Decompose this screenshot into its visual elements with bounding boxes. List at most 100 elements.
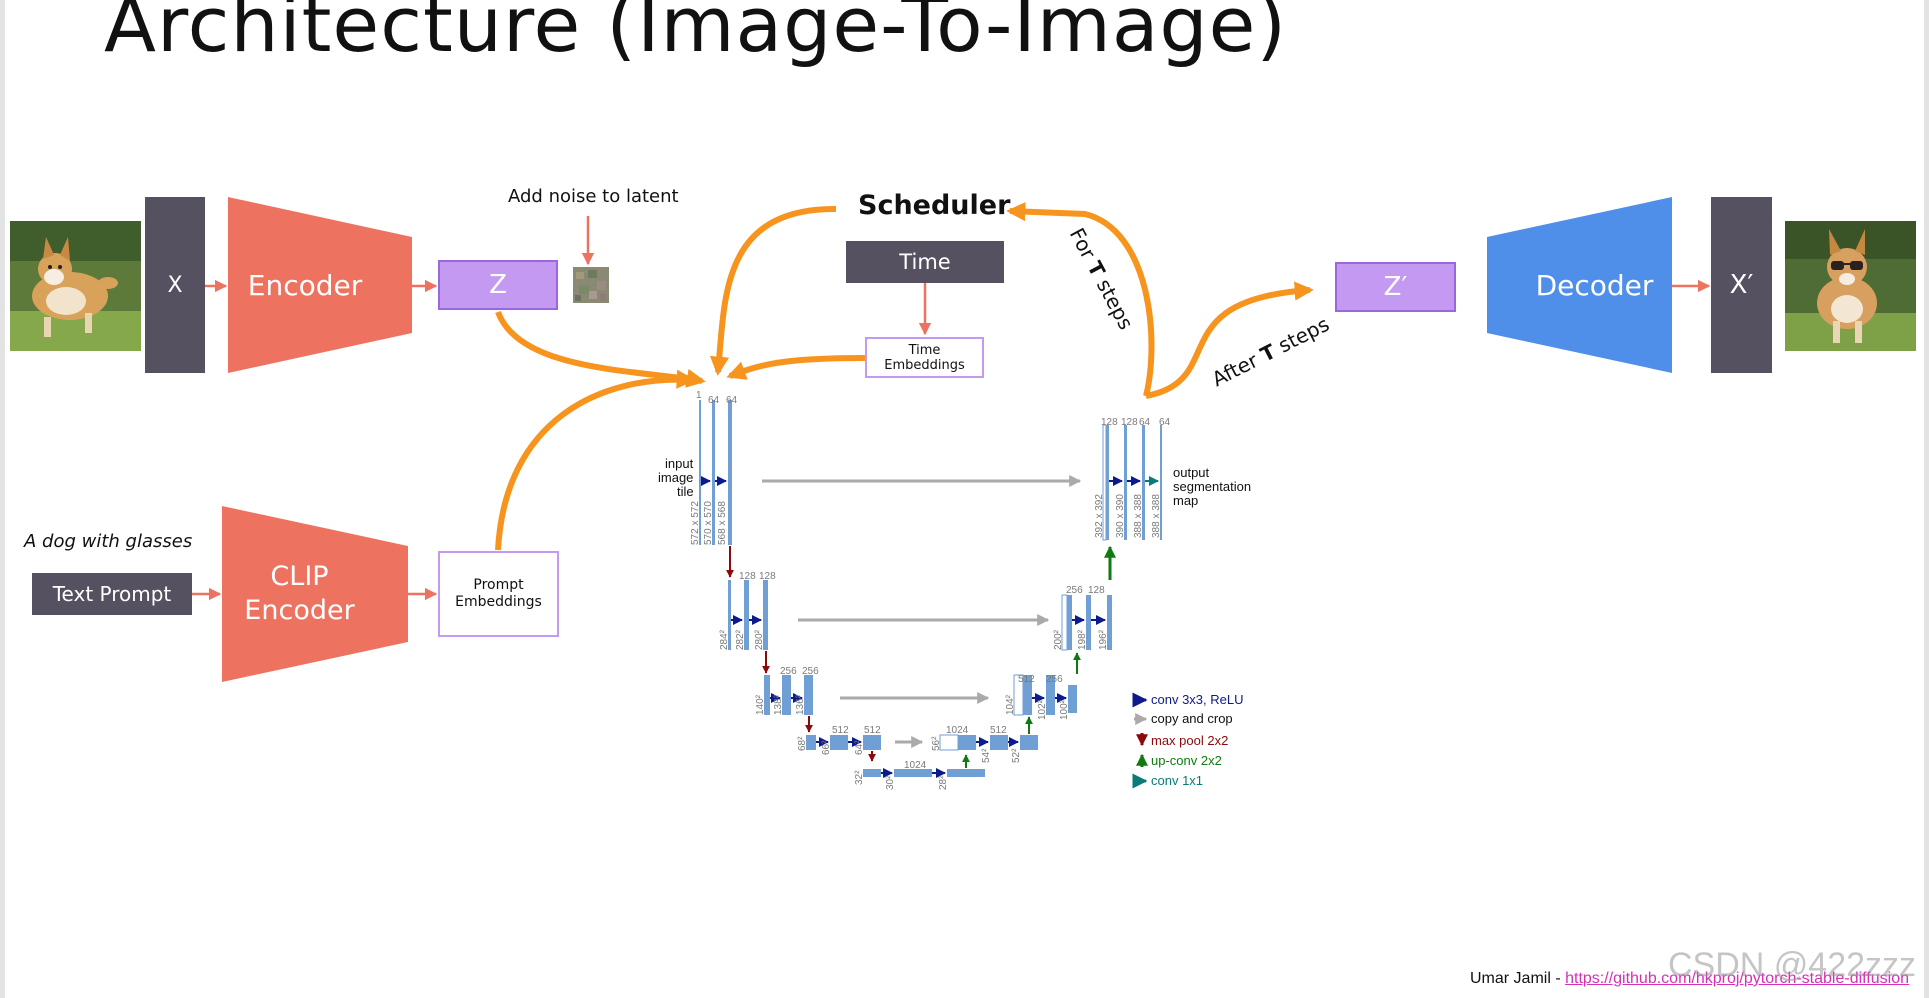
unet-ch-label: 1024: [904, 760, 927, 771]
unet-size-label: 54²: [981, 748, 992, 763]
unet-feature-map: [728, 400, 732, 545]
unet-size-label: 196²: [1098, 629, 1109, 650]
encoder: Encoder: [228, 197, 412, 373]
unet-feature-map: [1068, 685, 1077, 713]
unet-ch-label: 512: [990, 725, 1007, 736]
unet-size-label: 280²: [754, 629, 765, 650]
time-embeddings-box: Time Embeddings: [865, 337, 984, 378]
output-dog-image: [1785, 221, 1916, 351]
unet-feature-map: [1020, 735, 1038, 750]
unet-size-label: 66²: [821, 740, 832, 755]
encoder-label: Encoder: [247, 268, 363, 302]
footer-link[interactable]: https://github.com/hkproj/pytorch-stable…: [1565, 970, 1909, 987]
unet-size-label: 568 x 568: [717, 501, 728, 545]
unet-size-label: 200²: [1053, 629, 1064, 650]
unet-size-label: 388 x 388: [1151, 494, 1162, 538]
footer: Umar Jamil - https://github.com/hkproj/p…: [1470, 970, 1909, 988]
slide-right-border: [1924, 0, 1929, 998]
unet-size-label: 138²: [773, 694, 784, 715]
unet-size-label: 100²: [1059, 699, 1070, 720]
curve-scheduler-to-unet: [709, 205, 837, 376]
unet-feature-map: [894, 769, 932, 777]
output-image-box: X′: [1711, 197, 1772, 373]
unet-size-label: 28²: [938, 775, 949, 790]
unet-size-label: 104²: [1005, 694, 1016, 715]
watermark: CSDN @422zzz: [1668, 946, 1917, 984]
unet-size-label: 282²: [735, 629, 746, 650]
unet-feature-map: [744, 580, 749, 650]
decoder-label: Decoder: [1535, 268, 1654, 302]
unet-feature-map: [764, 675, 770, 715]
curve-unet-to-output-latent: [1145, 281, 1314, 399]
curve-prompt-to-unet: [495, 369, 696, 551]
unet-ch-label: 64: [726, 395, 738, 406]
unet-feature-map: [990, 735, 1008, 750]
unet-feature-map: [782, 675, 791, 715]
unet-size-label: 68²: [797, 736, 808, 751]
unet-ch-label: 64: [708, 395, 720, 406]
unet-ch-label: 64: [1139, 417, 1151, 428]
unet-size-label: 52²: [1011, 748, 1022, 763]
unet-feature-map: [712, 400, 715, 545]
unet-ch-label: 128: [1101, 417, 1118, 428]
encoder-shape: [228, 197, 412, 373]
unet-size-label: 198²: [1077, 629, 1088, 650]
unet-feature-map: [728, 580, 731, 650]
curve-unet-to-scheduler: [1006, 202, 1155, 397]
unet-diagram: 1 64 64 572 x 572 570 x 570 568 x 568 in…: [658, 390, 1251, 790]
prompt-caption: A dog with glasses: [24, 531, 193, 552]
unet-ch-label: 1024: [946, 725, 969, 736]
unet-feature-map: [1106, 425, 1109, 540]
unet-size-label: 32²: [854, 770, 865, 785]
slide-title: Architecture (Image-To-Image): [104, 0, 1288, 69]
unet-size-label: 284²: [719, 629, 730, 650]
unet-feature-map: [830, 735, 848, 750]
unet-size-label: 30²: [885, 775, 896, 790]
add-noise-caption: Add noise to latent: [508, 186, 679, 207]
legend-conv-1x1: conv 1x1: [1151, 773, 1203, 788]
unet-ch-label: 512: [832, 725, 849, 736]
unet-ch-label: 512: [1018, 674, 1035, 685]
unet-feature-map: [1046, 675, 1055, 715]
unet-feature-map: [804, 675, 813, 715]
unet-feature-map: [863, 769, 881, 777]
input-dog-image: [10, 221, 141, 351]
unet-ch-label: 64: [1159, 417, 1171, 428]
input-image-box: X: [145, 197, 205, 373]
legend-conv: conv 3x3, ReLU: [1151, 692, 1244, 707]
unet-size-label: 570 x 570: [703, 501, 714, 545]
unet-feature-map: [806, 735, 816, 750]
unet-ch-label: 128: [759, 571, 776, 582]
unet-ch-label: 128: [1088, 585, 1105, 596]
unet-size-label: 572 x 572: [690, 501, 701, 545]
unet-size-label: 56²: [931, 736, 942, 751]
legend-up-conv: up-conv 2x2: [1151, 753, 1222, 768]
decoder: Decoder: [1487, 197, 1672, 373]
clip-encoder-label: CLIP Encoder: [244, 561, 355, 626]
unet-legend: conv 3x3, ReLU copy and crop max pool 2x…: [1132, 692, 1244, 789]
clip-encoder: CLIP Encoder: [222, 506, 408, 682]
output-latent-box: Z′: [1335, 262, 1456, 312]
unet-feature-map: [863, 735, 881, 750]
unet-feature-map: [947, 769, 985, 777]
unet-ch-label: 256: [1046, 674, 1063, 685]
legend-copy-crop: copy and crop: [1151, 711, 1233, 726]
unet-ch-label: 128: [739, 571, 756, 582]
prompt-embeddings-box: Prompt Embeddings: [438, 551, 559, 637]
unet-size-label: 390 x 390: [1115, 494, 1126, 538]
unet-feature-map: [1124, 425, 1127, 540]
latent-z-box: Z: [438, 260, 558, 310]
curve-time-to-unet: [726, 355, 866, 380]
unet-feature-map: [1086, 595, 1091, 650]
scheduler-label: Scheduler: [858, 190, 1011, 221]
unet-ch-label: 256: [780, 666, 797, 677]
decoder-shape: [1487, 197, 1672, 373]
unet-size-label: 388 x 388: [1133, 494, 1144, 538]
unet-feature-map: [1023, 675, 1032, 715]
unet-size-label: 64²: [854, 740, 865, 755]
unet-feature-map: [763, 580, 768, 650]
unet-ch-label: 1: [696, 390, 702, 401]
